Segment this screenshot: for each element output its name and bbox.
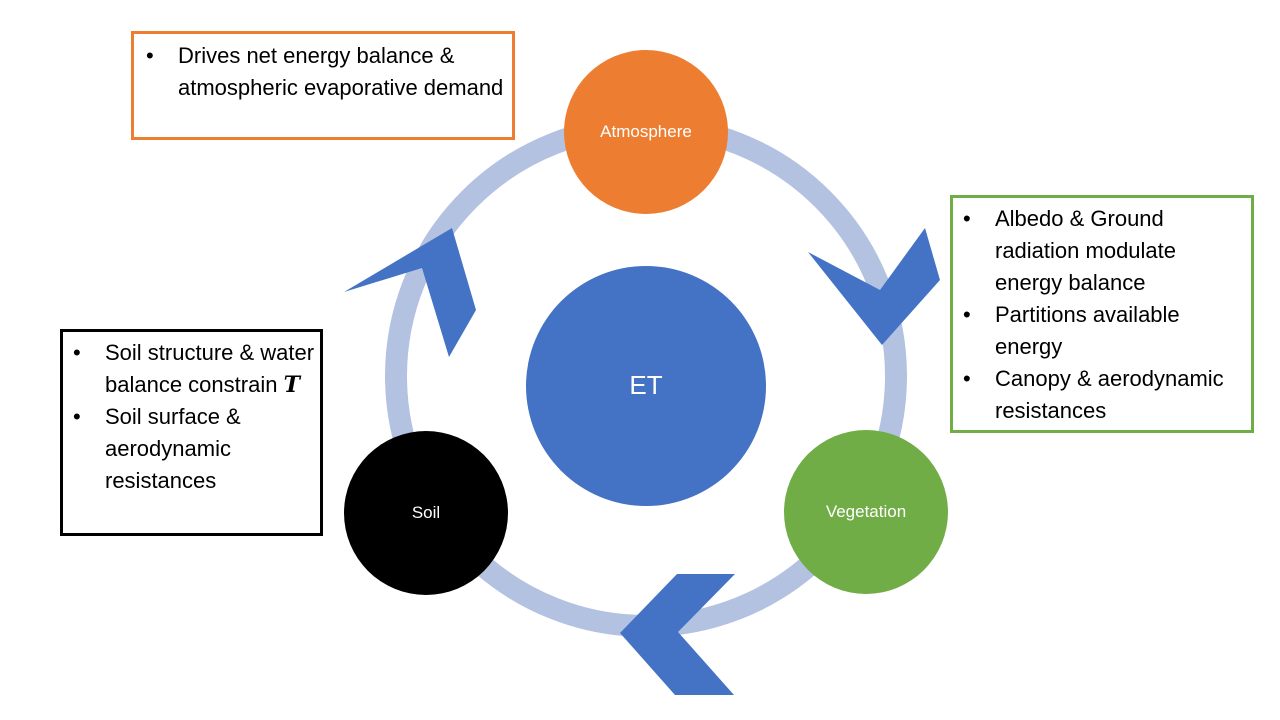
vegetation-description-box: Albedo & Ground radiation modulate energ… [950,195,1254,433]
transpiration-symbol: T [283,372,300,398]
arrow-vegetation-to-soil [620,574,735,695]
atmosphere-label: Atmosphere [600,122,692,141]
arrow-soil-to-atmosphere [344,228,476,357]
atmosphere-bullet: Drives net energy balance & atmospheric … [138,40,504,104]
vegetation-bullet: Canopy & aerodynamic resistances [955,363,1247,427]
vegetation-label: Vegetation [826,502,906,521]
soil-bullet-text: Soil structure & water balance constrain [105,340,315,397]
soil-label: Soil [412,503,440,522]
soil-bullet: Soil structure & water balance constrain… [65,337,316,401]
center-label: ET [629,370,662,400]
vegetation-bullet: Partitions available energy [955,299,1247,363]
soil-node [344,431,508,595]
arrow-atmosphere-to-vegetation [808,228,940,345]
atmosphere-node [564,50,728,214]
vegetation-node [784,430,948,594]
atmosphere-description-box: Drives net energy balance & atmospheric … [131,31,515,140]
soil-bullet: Soil surface & aerodynamic resistances [65,401,316,497]
center-circle [526,266,766,506]
soil-description-box: Soil structure & water balance constrain… [60,329,323,536]
vegetation-bullet: Albedo & Ground radiation modulate energ… [955,203,1247,299]
